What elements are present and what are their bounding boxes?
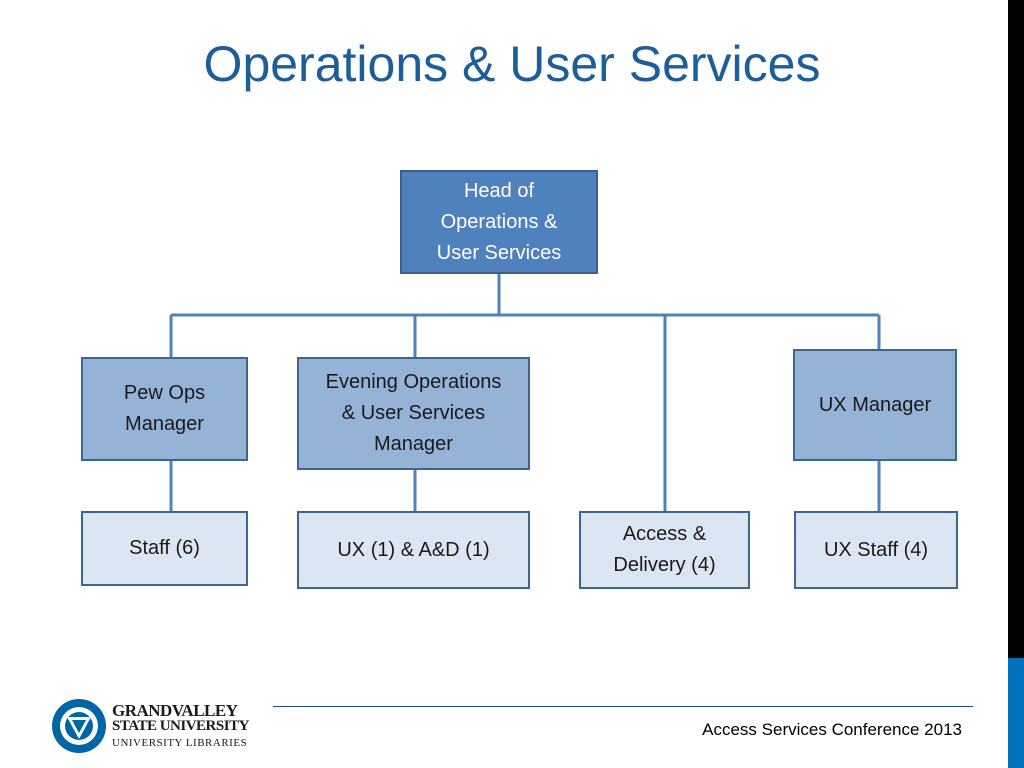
slide-title: Operations & User Services: [203, 36, 821, 92]
side-accent-bar-blue: [1008, 658, 1024, 768]
footer-conference-label: Access Services Conference 2013: [702, 720, 962, 739]
org-box-label: Access & Delivery (4): [613, 523, 716, 576]
org-box-staff: Staff (6): [81, 511, 248, 586]
side-accent-bar: [1008, 0, 1024, 658]
org-box-label: UX (1) & A&D (1): [337, 538, 490, 561]
gvsu-emblem-icon: [52, 699, 106, 753]
org-box-evening-ops-manager: Evening Operations & User Services Manag…: [297, 357, 530, 470]
footer-divider: [273, 706, 973, 707]
org-box-label: UX Manager: [818, 393, 932, 416]
org-box-pew-ops-manager: Pew Ops Manager: [81, 357, 248, 461]
org-box-head: Head of Operations & User Services: [400, 170, 598, 274]
gvsu-logo: GRANDVALLEY STATE UNIVERSITY UNIVERSITY …: [50, 697, 250, 757]
org-box-head-label: Head of Operations & User Services: [436, 179, 562, 264]
org-box-ux-manager: UX Manager: [793, 349, 957, 461]
org-box-access-delivery: Access & Delivery (4): [579, 511, 750, 589]
logo-text-line1: GRANDVALLEY: [112, 701, 238, 720]
logo-text-line2: STATE UNIVERSITY: [112, 718, 249, 734]
org-box-label: Staff (6): [129, 537, 200, 559]
org-box-ux-staff: UX Staff (4): [794, 511, 958, 589]
org-box-label: UX Staff (4): [823, 538, 929, 561]
org-box-label: Pew Ops Manager: [123, 382, 206, 435]
org-box-label: Evening Operations & User Services Manag…: [325, 371, 502, 455]
org-box-ux-ad: UX (1) & A&D (1): [297, 511, 530, 589]
logo-text-line3: UNIVERSITY LIBRARIES: [112, 737, 248, 749]
